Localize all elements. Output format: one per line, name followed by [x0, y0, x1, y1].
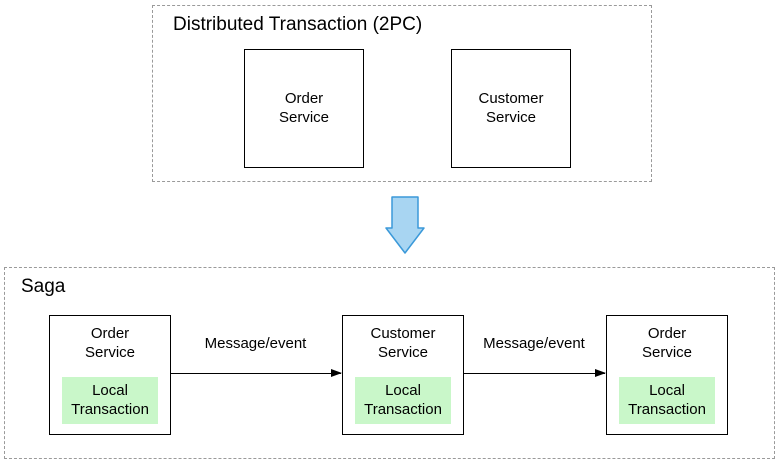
arrowhead-right-icon [595, 369, 606, 377]
message-arrow-1 [170, 369, 342, 377]
saga-step-order-service-box: Order Service Local Transaction [49, 315, 171, 435]
two-pc-title: Distributed Transaction (2PC) [173, 14, 423, 35]
saga-step-customer-service-box: Customer Service Local Transaction [342, 315, 464, 435]
local-transaction-label: Local Transaction [71, 381, 149, 418]
saga-step-order-service-label: Order Service [84, 325, 136, 361]
local-transaction-box: Local Transaction [62, 377, 158, 424]
two-pc-order-service-label: Order Service [278, 89, 330, 126]
local-transaction-box: Local Transaction [355, 377, 451, 424]
message-event-label-2: Message/event [483, 335, 585, 352]
saga-step-order-service-2-box: Order Service Local Transaction [606, 315, 728, 435]
local-transaction-box: Local Transaction [619, 377, 715, 424]
local-transaction-label: Local Transaction [628, 381, 706, 418]
saga-container: Saga Order Service Local Transaction Cus… [4, 267, 775, 459]
saga-step-customer-service-label: Customer Service [370, 325, 436, 361]
two-pc-order-service-box: Order Service [244, 49, 364, 168]
two-pc-container: Distributed Transaction (2PC) Order Serv… [152, 5, 652, 182]
two-pc-customer-service-box: Customer Service [451, 49, 571, 168]
saga-step-order-service-2-label: Order Service [641, 325, 693, 361]
block-arrow-down-icon [385, 196, 425, 254]
saga-title: Saga [21, 276, 66, 297]
local-transaction-label: Local Transaction [364, 381, 442, 418]
message-event-label-1: Message/event [204, 335, 307, 352]
message-arrow-2 [463, 369, 606, 377]
two-pc-customer-service-label: Customer Service [478, 89, 544, 126]
arrowhead-right-icon [331, 369, 342, 377]
